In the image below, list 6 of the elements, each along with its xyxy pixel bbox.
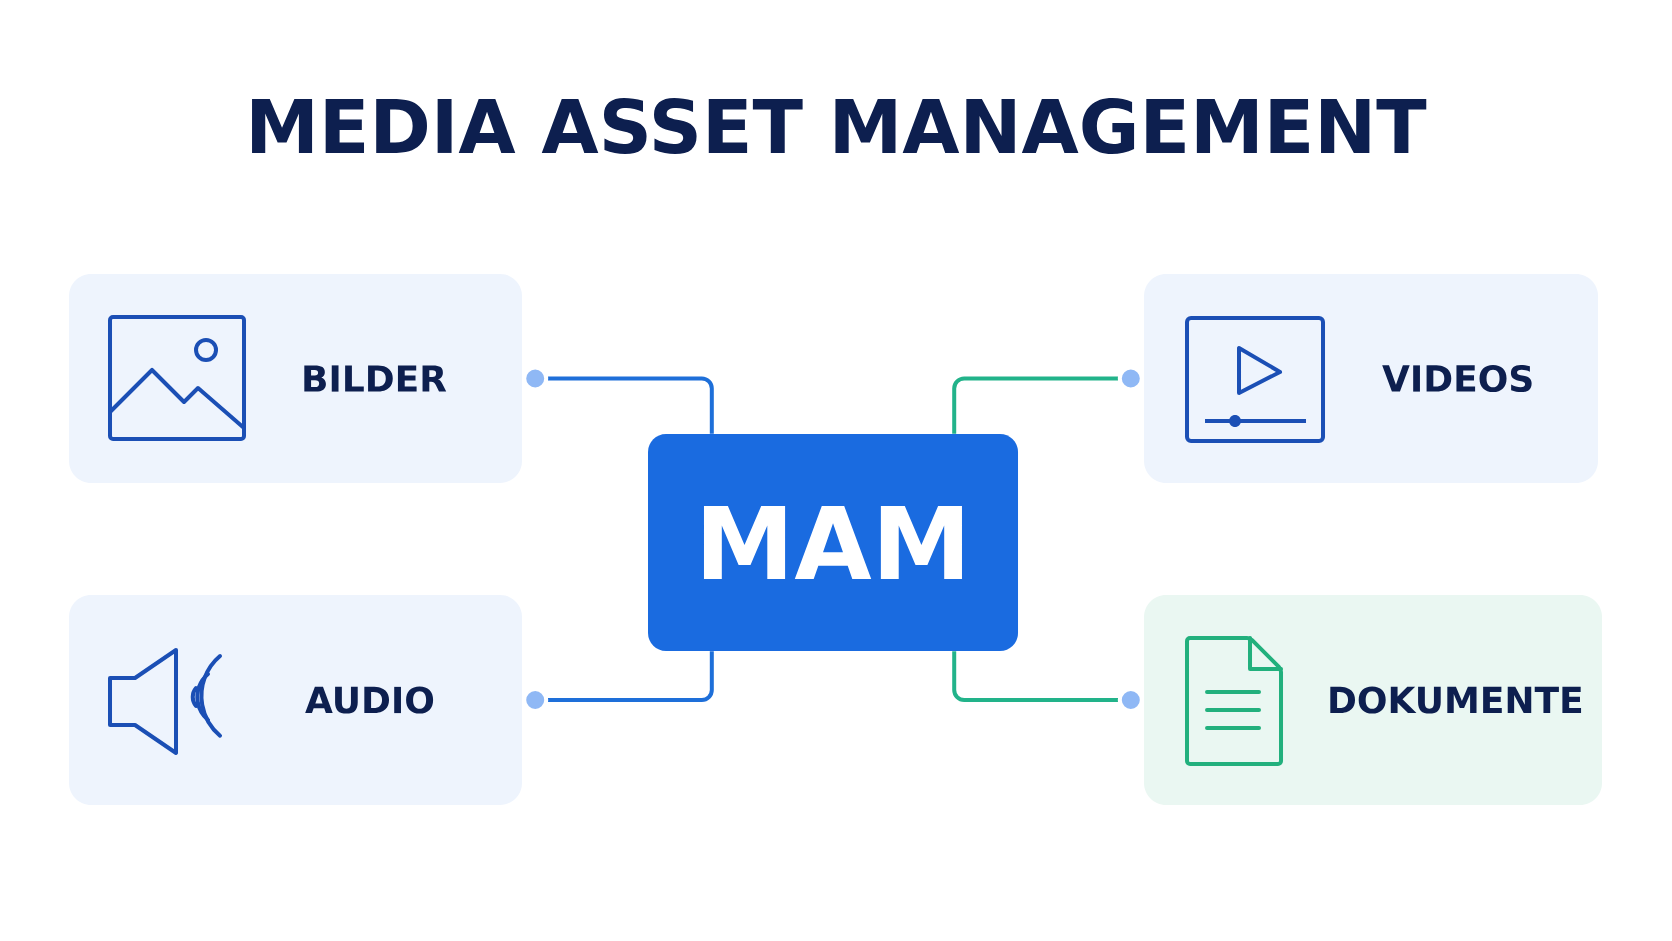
category-card: DOKUMENTE xyxy=(1144,595,1602,805)
category-card: AUDIO xyxy=(69,595,522,805)
category-card: BILDER xyxy=(69,274,522,483)
category-card: VIDEOS xyxy=(1144,274,1598,483)
title: MEDIA ASSET MANAGEMENT xyxy=(252,98,1427,154)
center-box: MAM xyxy=(648,434,1018,651)
